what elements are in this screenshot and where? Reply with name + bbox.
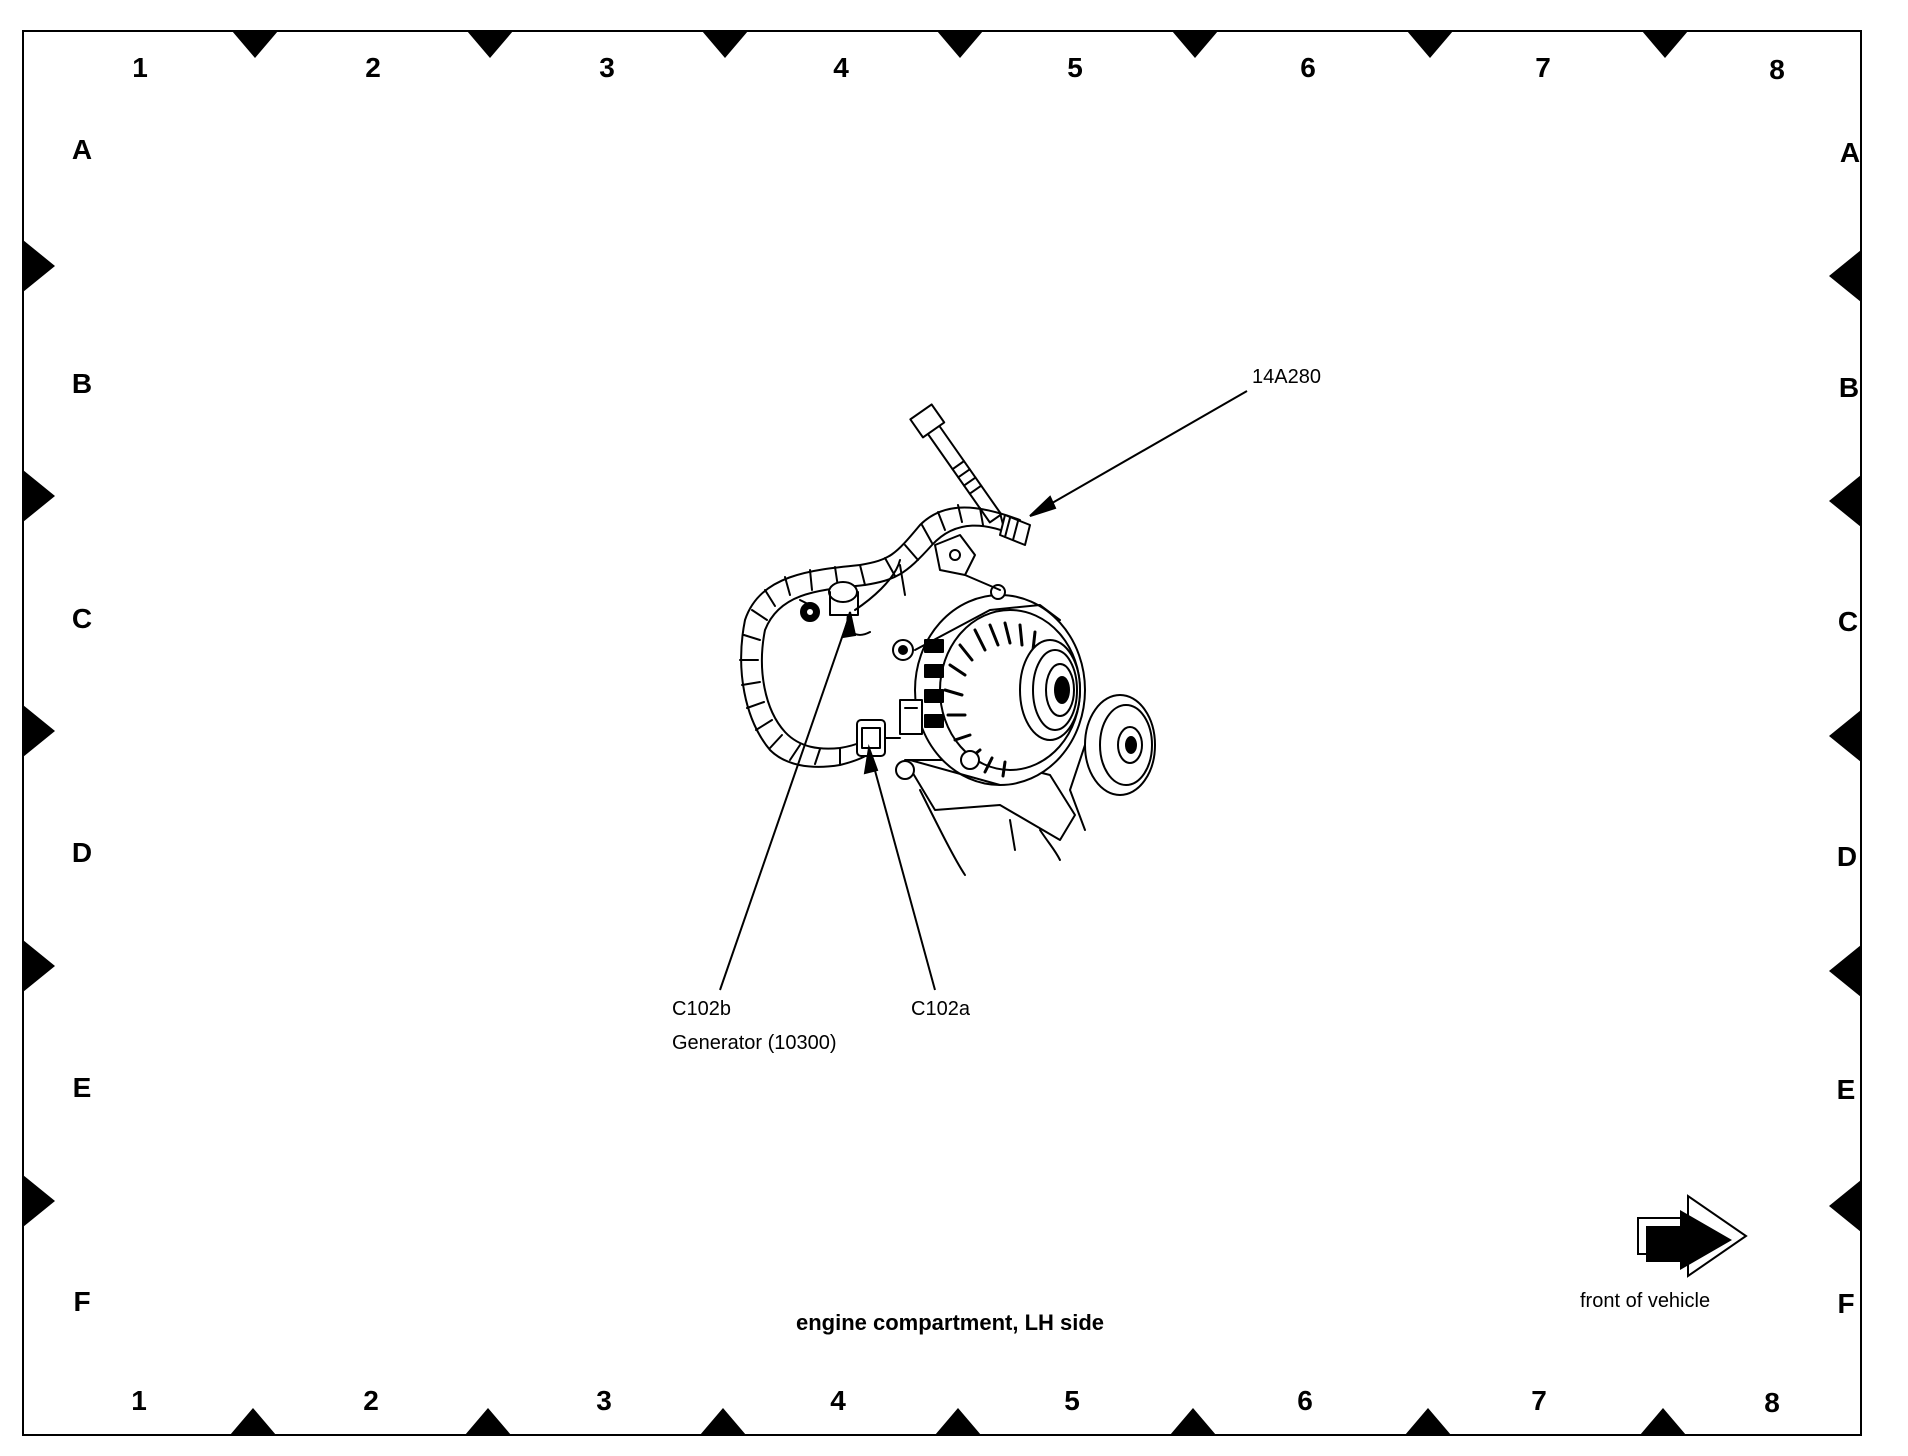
callout-14a280: 14A280 xyxy=(1252,366,1321,388)
grid-row-left-b: B xyxy=(71,368,93,399)
grid-col-top-5: 5 xyxy=(1067,52,1083,83)
grid-col-top-1: 1 xyxy=(132,52,148,83)
top-markers xyxy=(232,31,1688,58)
arrow-right-icon xyxy=(1637,1194,1748,1278)
front-of-vehicle-label: front of vehicle xyxy=(1580,1290,1711,1312)
grid-row-left-f: F xyxy=(73,1286,91,1317)
callout-generator: Generator (10300) xyxy=(672,1032,837,1054)
grid-col-top-7: 7 xyxy=(1535,52,1551,83)
grid-row-left-d: D xyxy=(71,837,93,868)
grid-col-bottom-2: 2 xyxy=(363,1385,379,1416)
grid-row-right-d: D xyxy=(1836,841,1858,872)
generator-illustration xyxy=(739,403,1156,876)
grid-col-bottom-1: 1 xyxy=(131,1385,147,1416)
grid-col-top-4: 4 xyxy=(833,52,849,83)
callout-c102b: C102b xyxy=(672,998,731,1020)
grid-col-top-3: 3 xyxy=(599,52,615,83)
grid-row-right-b: B xyxy=(1838,372,1860,403)
grid-col-top-2: 2 xyxy=(365,52,381,83)
grid-col-bottom-7: 7 xyxy=(1531,1385,1547,1416)
left-markers xyxy=(23,240,55,1227)
grid-row-right-f: F xyxy=(1837,1288,1855,1319)
grid-col-bottom-4: 4 xyxy=(830,1385,846,1416)
callout-c102a: C102a xyxy=(911,998,970,1020)
grid-col-bottom-3: 3 xyxy=(596,1385,612,1416)
grid-col-top-8: 8 xyxy=(1769,54,1785,85)
bottom-markers xyxy=(230,1408,1686,1435)
grid-col-top-6: 6 xyxy=(1300,52,1316,83)
diagram-caption: engine compartment, LH side xyxy=(795,1310,1105,1335)
grid-col-bottom-8: 8 xyxy=(1764,1387,1780,1418)
grid-col-bottom-6: 6 xyxy=(1297,1385,1313,1416)
grid-row-left-a: A xyxy=(71,134,93,165)
right-markers xyxy=(1829,250,1861,1232)
grid-row-right-c: C xyxy=(1837,606,1859,637)
grid-col-bottom-5: 5 xyxy=(1064,1385,1080,1416)
grid-row-right-a: A xyxy=(1839,137,1861,168)
grid-row-left-c: C xyxy=(71,603,93,634)
grid-row-right-e: E xyxy=(1836,1074,1856,1105)
grid-row-left-e: E xyxy=(72,1072,92,1103)
callout-leaders xyxy=(719,390,1248,991)
